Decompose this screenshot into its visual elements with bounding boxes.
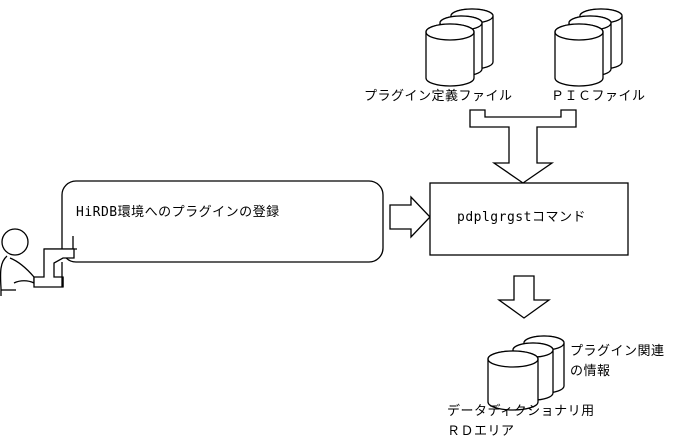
plugin-info-label-line2: の情報 [570,364,611,379]
pic-file-label: ＰＩＣファイル [551,89,646,104]
pic-file-cylinders [554,8,623,87]
terminal-monitor [33,236,77,288]
rd-area-label-line1: データディクショナリ用 [447,404,595,419]
command-box-label: pdplgrgstコマンド [457,210,586,225]
rd-area-label-line2: ＲＤエリア [447,424,515,439]
command-to-rdarea-arrow [496,275,552,319]
process-box [61,180,384,263]
command-box [429,182,629,256]
process-box-label: HiRDB環境へのプラグインの登録 [76,205,280,220]
rd-area-cylinders [487,335,565,411]
process-to-command-arrow [389,195,431,239]
plugin-definition-file-label: プラグイン定義ファイル [364,89,513,104]
files-to-command-arrow [469,109,577,184]
operator-figure [0,228,35,296]
plugin-definition-file-cylinders [425,8,494,87]
plugin-info-label-line1: プラグイン関連 [570,344,665,359]
